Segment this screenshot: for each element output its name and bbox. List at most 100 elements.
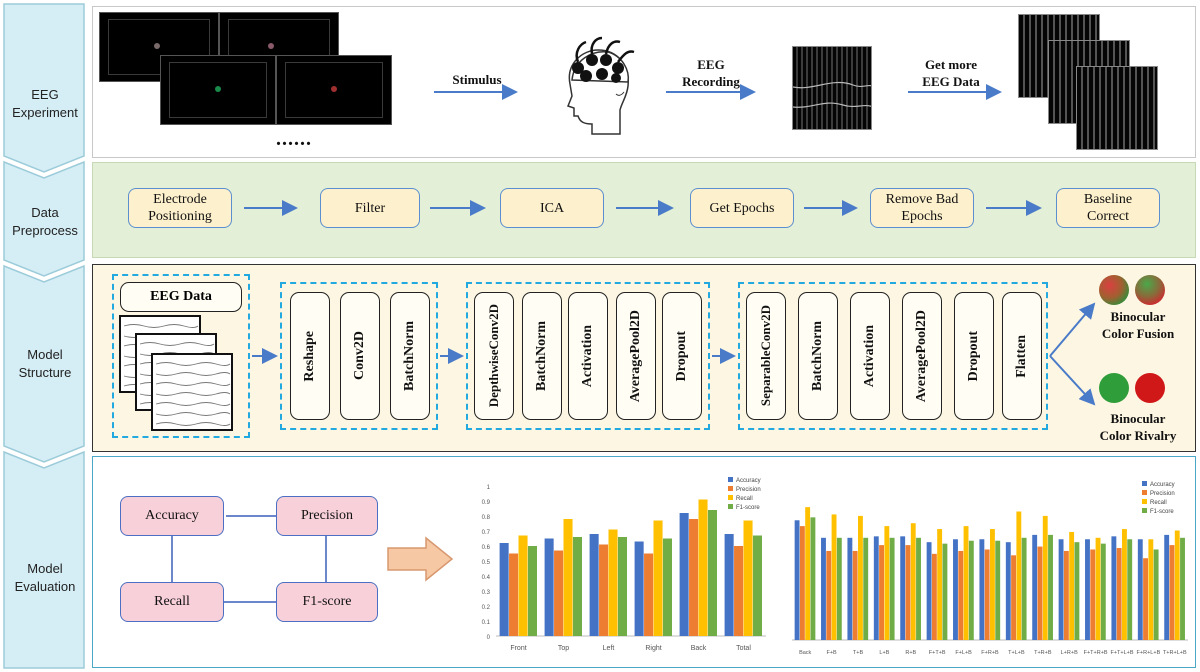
bar-precision	[1011, 555, 1016, 640]
y-tick-label: 0.8	[482, 515, 491, 521]
bar-f1-score	[1100, 543, 1106, 640]
legend-label: Accuracy	[1150, 482, 1175, 488]
x-tick-label: T+R+B	[1034, 650, 1052, 656]
bar-precision	[958, 550, 964, 640]
bar-recall	[743, 520, 753, 636]
bar-f1-score	[810, 517, 816, 640]
bar-precision	[1116, 548, 1122, 640]
bar-recall	[1069, 531, 1075, 640]
eeg-data-label-box: EEG Data	[120, 282, 242, 312]
y-tick-label: 0.1	[482, 620, 491, 626]
bar-accuracy	[953, 539, 958, 640]
stimulus-screen-3	[160, 55, 276, 125]
bar-precision	[984, 549, 990, 640]
y-tick-label: 1	[487, 485, 491, 491]
x-tick-label: T+B	[853, 650, 864, 656]
x-tick-label: F+L+B	[955, 650, 972, 656]
fusion-circle-icon-2	[1135, 275, 1165, 305]
metric-recall: Recall	[120, 582, 224, 622]
bar-recall	[884, 526, 890, 640]
bar-recall	[518, 535, 528, 636]
legend-swatch	[1142, 499, 1147, 504]
bar-recall	[937, 529, 943, 640]
x-tick-label: F+T+B	[929, 650, 946, 656]
bar-precision	[1169, 545, 1175, 640]
more-data-label: Get more EEG Data	[922, 57, 980, 89]
big-right-arrow-icon	[387, 536, 454, 582]
layer-separableconv2d: SeparableConv2D	[746, 292, 786, 420]
row-label-model: Model Structure	[18, 347, 72, 380]
bar-accuracy	[926, 542, 932, 640]
legend-label: F1-score	[1150, 509, 1174, 515]
bar-recall	[563, 519, 573, 636]
bar-f1-score	[836, 537, 842, 640]
bar-f1-score	[1180, 537, 1185, 640]
x-tick-label: Right	[645, 645, 661, 652]
eeg-data-stack-3	[1076, 66, 1158, 150]
bar-f1-score	[1127, 539, 1133, 640]
y-tick-label: 0.5	[482, 560, 491, 566]
step-get-epochs: Get Epochs	[690, 188, 794, 228]
row-label-preprocess: Data Preprocess	[12, 205, 78, 238]
legend-swatch	[728, 486, 733, 491]
input-block	[112, 274, 250, 438]
layer-activation-1: Activation	[568, 292, 608, 420]
step-filter: Filter	[320, 188, 420, 228]
bar-f1-score	[527, 546, 537, 636]
y-tick-label: 0	[487, 635, 491, 641]
bar-accuracy	[1137, 539, 1143, 640]
legend-swatch	[1142, 481, 1147, 486]
x-tick-label: Front	[510, 645, 526, 652]
layer-batchnorm-3: BatchNorm	[798, 292, 838, 420]
experiment-arrows	[434, 84, 1002, 100]
metric-connectors	[171, 515, 327, 603]
rivalry-red-circle-icon	[1135, 373, 1165, 403]
row-label-experiment: EEG Experiment	[12, 87, 78, 120]
rivalry-green-circle-icon	[1099, 373, 1129, 403]
step-electrode-positioning: Electrode Positioning	[128, 188, 232, 228]
step-baseline-correct: Baseline Correct	[1056, 188, 1160, 228]
eeg-recording-image	[792, 46, 872, 130]
bar-f1-score	[1021, 537, 1027, 640]
bar-f1-score	[1074, 542, 1080, 640]
sidebar-chevrons	[3, 3, 85, 669]
legend-swatch	[728, 495, 733, 500]
legend-label: Precision	[736, 487, 761, 493]
bar-f1-score	[995, 540, 1001, 640]
legend-label: Accuracy	[736, 478, 761, 484]
layer-batchnorm-1: BatchNorm	[390, 292, 430, 420]
x-tick-label: F+T+R+B	[1084, 650, 1108, 656]
x-tick-label: F+R+B	[981, 650, 999, 656]
bar-recall	[1122, 529, 1127, 640]
bar-precision	[1063, 550, 1069, 640]
bar-precision	[931, 553, 937, 640]
bar-accuracy	[589, 534, 599, 636]
legend-swatch	[1142, 490, 1147, 495]
x-tick-label: L+B	[879, 650, 889, 656]
bar-f1-score	[707, 510, 717, 636]
bar-accuracy	[1164, 534, 1170, 640]
eeg-waveform-stack-icon	[119, 315, 233, 431]
bar-recall	[1016, 511, 1022, 640]
x-tick-label: Back	[799, 650, 811, 656]
metric-accuracy: Accuracy	[120, 496, 224, 536]
bar-f1-score	[1048, 534, 1053, 640]
bar-accuracy	[1085, 539, 1090, 640]
x-tick-label: Top	[558, 645, 569, 652]
bar-f1-score	[662, 538, 672, 636]
legend-swatch	[728, 504, 733, 509]
bar-accuracy	[1058, 539, 1064, 640]
screens-ellipsis: ......	[276, 128, 312, 150]
y-tick-label: 0.2	[482, 605, 491, 611]
bar-accuracy	[873, 536, 879, 640]
metric-f1-score: F1-score	[276, 582, 378, 622]
bar-accuracy	[847, 537, 853, 640]
bar-precision	[826, 550, 832, 640]
bar-accuracy	[544, 538, 554, 636]
bar-f1-score	[752, 535, 762, 636]
bar-accuracy	[634, 541, 644, 636]
layer-conv2d: Conv2D	[340, 292, 380, 420]
y-tick-label: 0.3	[482, 590, 491, 596]
